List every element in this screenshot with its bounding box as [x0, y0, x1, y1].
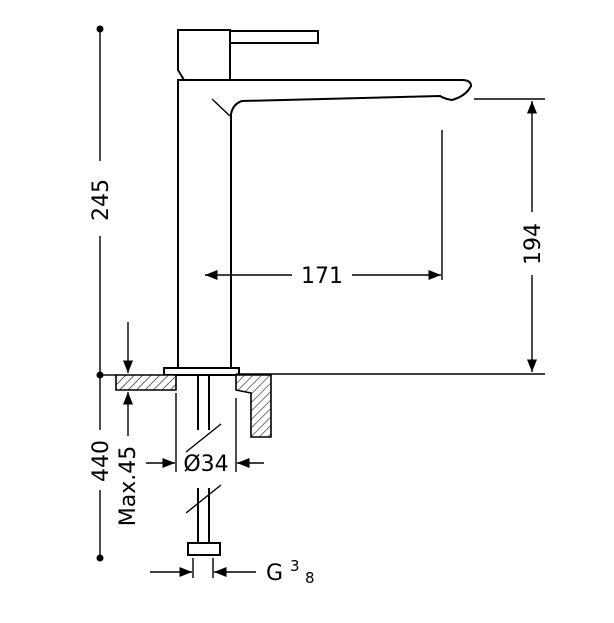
dim-spout-reach: 171: [301, 264, 343, 289]
dim-hole-diameter: Ø34: [183, 452, 228, 477]
dimension-dot: [96, 554, 104, 562]
dim-spout-height: 194: [521, 223, 546, 265]
hole-diameter-dimension: [146, 393, 264, 472]
vertical-dimension-chain: [96, 25, 116, 562]
dim-thread-denominator: 8: [305, 569, 315, 587]
deck-right: [235, 374, 272, 438]
dim-max-deck-thickness: Max.45: [116, 446, 141, 526]
dimension-dot: [96, 25, 104, 33]
dim-total-height: 245: [89, 179, 114, 221]
faucet-body: [163, 29, 473, 376]
dim-hose-length: 440: [89, 440, 114, 482]
spout-bend-line: [211, 98, 231, 117]
hose-fitting-nut: [187, 542, 221, 556]
handle-cap: [177, 29, 231, 81]
hose-break-mark: [185, 423, 222, 453]
dim-thread-letter: G: [266, 561, 283, 586]
deck-left: [115, 374, 177, 391]
countertop-section: [115, 374, 272, 438]
dim-thread-numerator: 3: [290, 557, 300, 575]
spout-height-dimension: [236, 98, 545, 375]
spout-reach-dimension: [205, 130, 443, 281]
hose-break-mark: [185, 484, 222, 514]
handle-lever: [229, 30, 319, 44]
faucet-column-spout: [177, 79, 473, 369]
base-flange: [163, 367, 240, 376]
supply-hoses: [185, 375, 222, 556]
thread-dimension: [150, 558, 256, 578]
